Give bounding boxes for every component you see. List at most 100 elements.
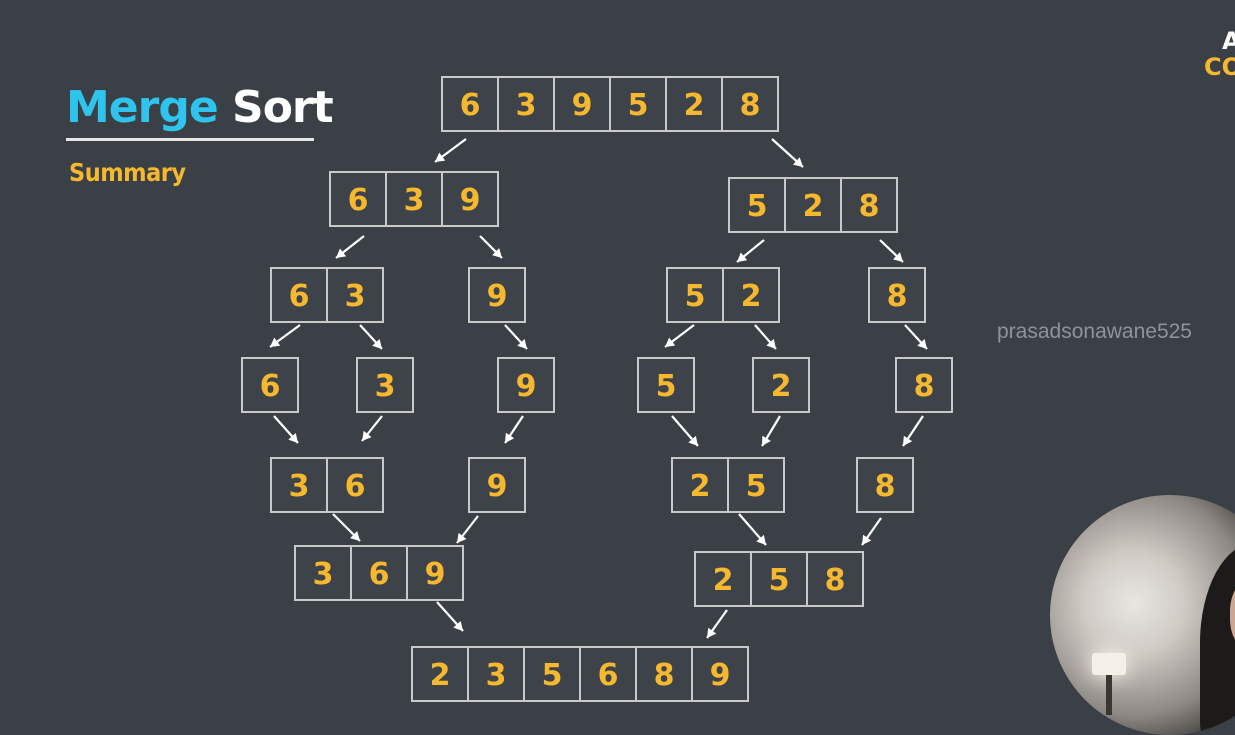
array-cell <box>721 76 779 132</box>
arrow-head <box>435 152 446 162</box>
arrow-icon <box>771 138 804 168</box>
arrow-icon <box>902 415 924 447</box>
arrow-icon <box>504 415 524 444</box>
lamp-stand-shape <box>1106 675 1112 715</box>
array-cell <box>727 457 785 513</box>
arrow-head <box>688 435 698 446</box>
page-title: Merge Sort <box>66 82 334 134</box>
array-cell <box>840 177 898 233</box>
array-value: 6 <box>345 469 366 504</box>
brand-line-1: A <box>1222 28 1235 55</box>
presenter-silhouette <box>1200 543 1235 735</box>
array-cell <box>326 267 384 323</box>
arrow-head <box>288 432 298 443</box>
array-cell <box>722 267 780 323</box>
arrow-icon <box>904 324 928 350</box>
watermark: prasadsonawane525 <box>997 320 1192 343</box>
array-cell <box>326 457 384 513</box>
arrow-icon <box>754 324 777 350</box>
array-value: 8 <box>859 189 880 224</box>
arrow-head <box>903 435 913 446</box>
presenter-face <box>1230 575 1235 655</box>
array-cell <box>752 357 810 413</box>
array-cell <box>411 646 469 702</box>
array-cell <box>441 171 499 227</box>
merge-level-1-array-4: 8 <box>856 457 914 513</box>
array-value: 3 <box>516 88 537 123</box>
split-level-3-array-6: 8 <box>895 357 953 413</box>
split-level-3-array-3: 9 <box>497 357 555 413</box>
split-level-2-array-4: 8 <box>868 267 926 323</box>
array-cell <box>467 646 525 702</box>
array-cell <box>497 76 555 132</box>
arrow-head <box>756 534 766 545</box>
array-value: 5 <box>542 658 563 693</box>
array-value: 9 <box>487 279 508 314</box>
arrow-head <box>362 430 372 441</box>
subtitle: Summary <box>69 158 186 187</box>
split-level-3-array-1: 6 <box>241 357 299 413</box>
title-word-merge: Merge <box>66 82 219 133</box>
array-cell <box>406 545 464 601</box>
arrow-head <box>505 432 515 443</box>
arrow-head <box>707 627 717 638</box>
array-cell <box>609 76 667 132</box>
array-cell <box>806 551 864 607</box>
arrow-icon <box>332 513 361 542</box>
presenter-webcam <box>1050 495 1235 735</box>
array-cell <box>637 357 695 413</box>
array-value: 9 <box>572 88 593 123</box>
array-cell <box>665 76 723 132</box>
array-cell <box>895 357 953 413</box>
array-value: 3 <box>404 183 425 218</box>
arrow-head <box>862 534 872 545</box>
array-value: 8 <box>887 279 908 314</box>
array-value: 2 <box>690 469 711 504</box>
arrow-icon <box>436 601 464 632</box>
arrow-head <box>457 532 467 543</box>
arrow-head <box>665 337 676 347</box>
array-value: 8 <box>875 469 896 504</box>
arrow-icon <box>761 415 781 447</box>
array-cell <box>468 267 526 323</box>
arrow-head <box>893 252 903 262</box>
arrow-icon <box>706 609 728 639</box>
arrow-head <box>453 620 463 631</box>
array-value: 6 <box>348 183 369 218</box>
brand-line-2: CO <box>1204 53 1235 81</box>
arrow-icon <box>273 415 299 444</box>
split-level-3-array-5: 2 <box>752 357 810 413</box>
arrow-head <box>917 338 927 349</box>
array-value: 9 <box>516 369 537 404</box>
array-value: 3 <box>289 469 310 504</box>
array-cell <box>666 267 724 323</box>
array-value: 2 <box>684 88 705 123</box>
array-value: 3 <box>375 369 396 404</box>
array-cell <box>694 551 752 607</box>
array-value: 3 <box>345 279 366 314</box>
array-value: 3 <box>313 557 334 592</box>
split-level-3-array-2: 3 <box>356 357 414 413</box>
array-value: 9 <box>487 469 508 504</box>
arrow-head <box>336 248 347 258</box>
arrow-head <box>766 338 776 349</box>
merge-level-1-array-2: 9 <box>468 457 526 513</box>
array-cell <box>868 267 926 323</box>
array-cell <box>241 357 299 413</box>
arrow-icon <box>504 324 528 350</box>
array-cell <box>468 457 526 513</box>
array-value: 5 <box>746 469 767 504</box>
array-cell <box>497 357 555 413</box>
array-cell <box>691 646 749 702</box>
arrow-head <box>350 531 360 541</box>
arrow-icon <box>879 239 904 263</box>
arrow-head <box>792 157 803 167</box>
arrow-icon <box>269 324 301 348</box>
array-value: 2 <box>803 189 824 224</box>
array-value: 8 <box>654 658 675 693</box>
